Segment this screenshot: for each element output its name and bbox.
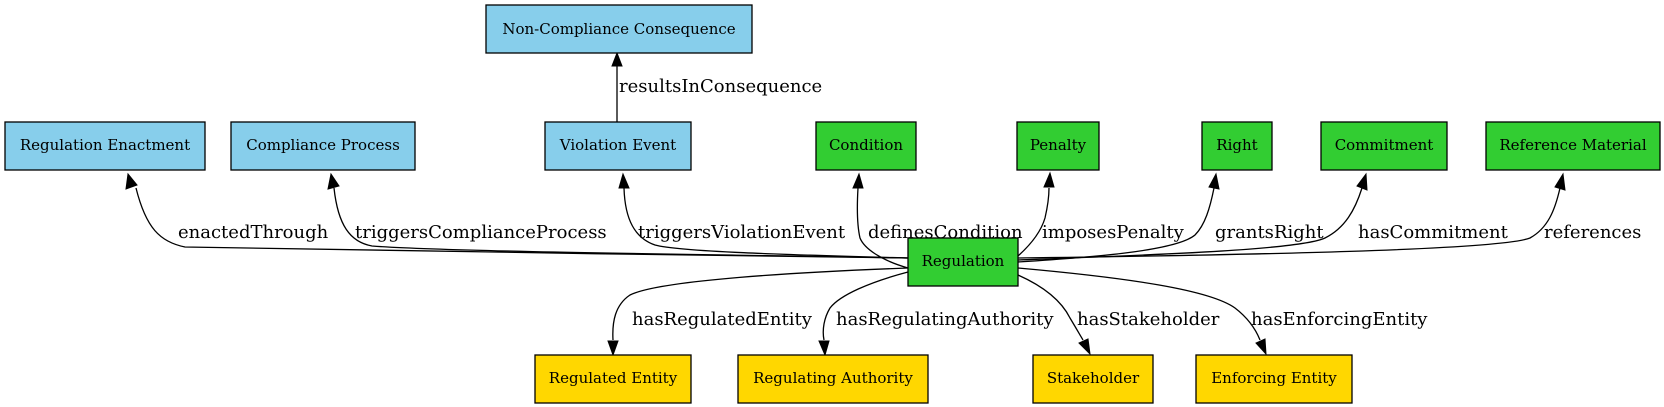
node-stakeholder: Stakeholder [1032,354,1154,404]
arrowhead-imposes-penalty [1043,171,1055,188]
edge-label-has-regulating-authority: hasRegulatingAuthority [836,309,1054,330]
edge-imposes-penalty [1002,187,1050,269]
edge-label-triggers-compliance-process: triggersComplianceProcess [355,222,607,243]
edge-label-results-in-consequence: resultsInConsequence [619,76,822,97]
arrowhead-triggers-violation-event [618,172,630,189]
node-box-compliance-process [230,121,416,171]
node-violation-event: Violation Event [544,121,692,171]
edge-defines-condition [856,187,909,269]
edge-label-enacted-through: enactedThrough [178,222,329,243]
node-label-compliance-process: Compliance Process [246,136,400,154]
edge-label-has-stakeholder: hasStakeholder [1077,309,1220,330]
arrowhead-references [1554,172,1566,191]
node-commitment: Commitment [1320,121,1448,171]
edge-has-stakeholder [1017,274,1084,341]
edge-label-has-regulated-entity: hasRegulatedEntity [632,309,813,330]
node-label-reference-material: Reference Material [1499,136,1646,154]
arrowhead-enacted-through [125,172,138,190]
node-label-regulated-entity: Regulated Entity [549,369,678,387]
node-box-penalty [1016,121,1100,171]
node-box-non-compliance-consequence [485,4,753,54]
node-reference-material: Reference Material [1485,121,1661,171]
node-box-enforcing-entity [1195,354,1353,404]
node-enforcing-entity: Enforcing Entity [1195,354,1353,404]
node-box-regulation-enactment [4,121,206,171]
node-condition: Condition [815,121,917,171]
node-regulation: Regulation [907,237,1019,287]
node-compliance-process: Compliance Process [230,121,416,171]
node-non-compliance-consequence: Non-Compliance Consequence [485,4,753,54]
arrowhead-has-regulating-authority [818,340,830,357]
arrowhead-grants-right [1208,172,1220,190]
edge-has-regulating-authority [822,271,909,341]
edge-label-imposes-penalty: imposesPenalty [1042,222,1185,243]
node-box-violation-event [544,121,692,171]
arrowhead-triggers-compliance-process [327,172,340,190]
edge-label-grants-right: grantsRight [1215,222,1324,243]
node-label-regulating-authority: Regulating Authority [753,369,913,387]
node-right: Right [1201,121,1273,171]
arrowhead-has-regulated-entity [607,340,619,357]
node-label-regulation-enactment: Regulation Enactment [20,136,190,154]
node-box-condition [815,121,917,171]
node-label-non-compliance-consequence: Non-Compliance Consequence [502,20,735,38]
edge-label-has-enforcing-entity: hasEnforcingEntity [1251,309,1428,330]
node-box-commitment [1320,121,1448,171]
arrowhead-has-commitment [1356,172,1368,191]
arrowhead-has-stakeholder [1078,338,1091,356]
node-label-penalty: Penalty [1030,136,1087,154]
arrowhead-defines-condition [852,172,864,189]
node-box-stakeholder [1032,354,1154,404]
edge-has-regulated-entity [612,267,909,341]
node-regulating-authority: Regulating Authority [737,354,929,404]
edge-label-references: references [1544,222,1641,243]
node-regulated-entity: Regulated Entity [534,354,692,404]
nodes: Non-Compliance Consequence Regulation En… [4,4,1661,404]
arrowhead-has-enforcing-entity [1255,338,1267,356]
node-box-regulated-entity [534,354,692,404]
edge-label-has-commitment: hasCommitment [1358,222,1509,243]
edge-labels: resultsInConsequence enactedThrough trig… [178,76,1641,330]
edge-references [1017,187,1561,259]
node-label-right: Right [1216,136,1257,154]
node-label-enforcing-entity: Enforcing Entity [1211,369,1337,387]
node-regulation-enactment: Regulation Enactment [4,121,206,171]
node-box-reference-material [1485,121,1661,171]
node-label-stakeholder: Stakeholder [1047,369,1140,387]
node-box-regulation [907,237,1019,287]
edge-label-triggers-violation-event: triggersViolationEvent [638,222,846,243]
edge-has-enforcing-entity [1017,267,1261,341]
node-label-condition: Condition [829,136,903,154]
node-label-violation-event: Violation Event [559,136,676,154]
node-label-commitment: Commitment [1335,136,1434,154]
node-box-right [1201,121,1273,171]
edges [125,51,1566,357]
edge-triggers-violation-event [623,187,909,259]
node-box-regulating-authority [737,354,929,404]
node-label-regulation: Regulation [922,252,1005,270]
arrowhead-results-in-consequence [611,51,623,67]
edge-triggers-compliance-process [333,187,909,259]
node-penalty: Penalty [1016,121,1100,171]
